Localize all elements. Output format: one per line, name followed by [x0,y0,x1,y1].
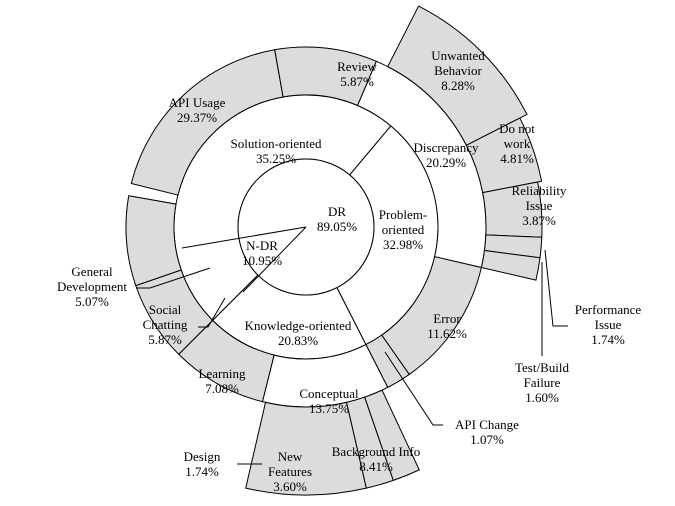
leader-social-chatting [198,297,226,328]
segment-general-development [125,195,182,287]
leader-general-development [136,267,211,289]
n-dr-boundary-upper [181,226,307,249]
segment-background-info [245,401,367,496]
leader-performance-issue [544,249,568,327]
n-dr-boundary-lower [242,226,307,293]
segment-test-build-failure [480,249,541,281]
leader-api-change [384,351,443,426]
